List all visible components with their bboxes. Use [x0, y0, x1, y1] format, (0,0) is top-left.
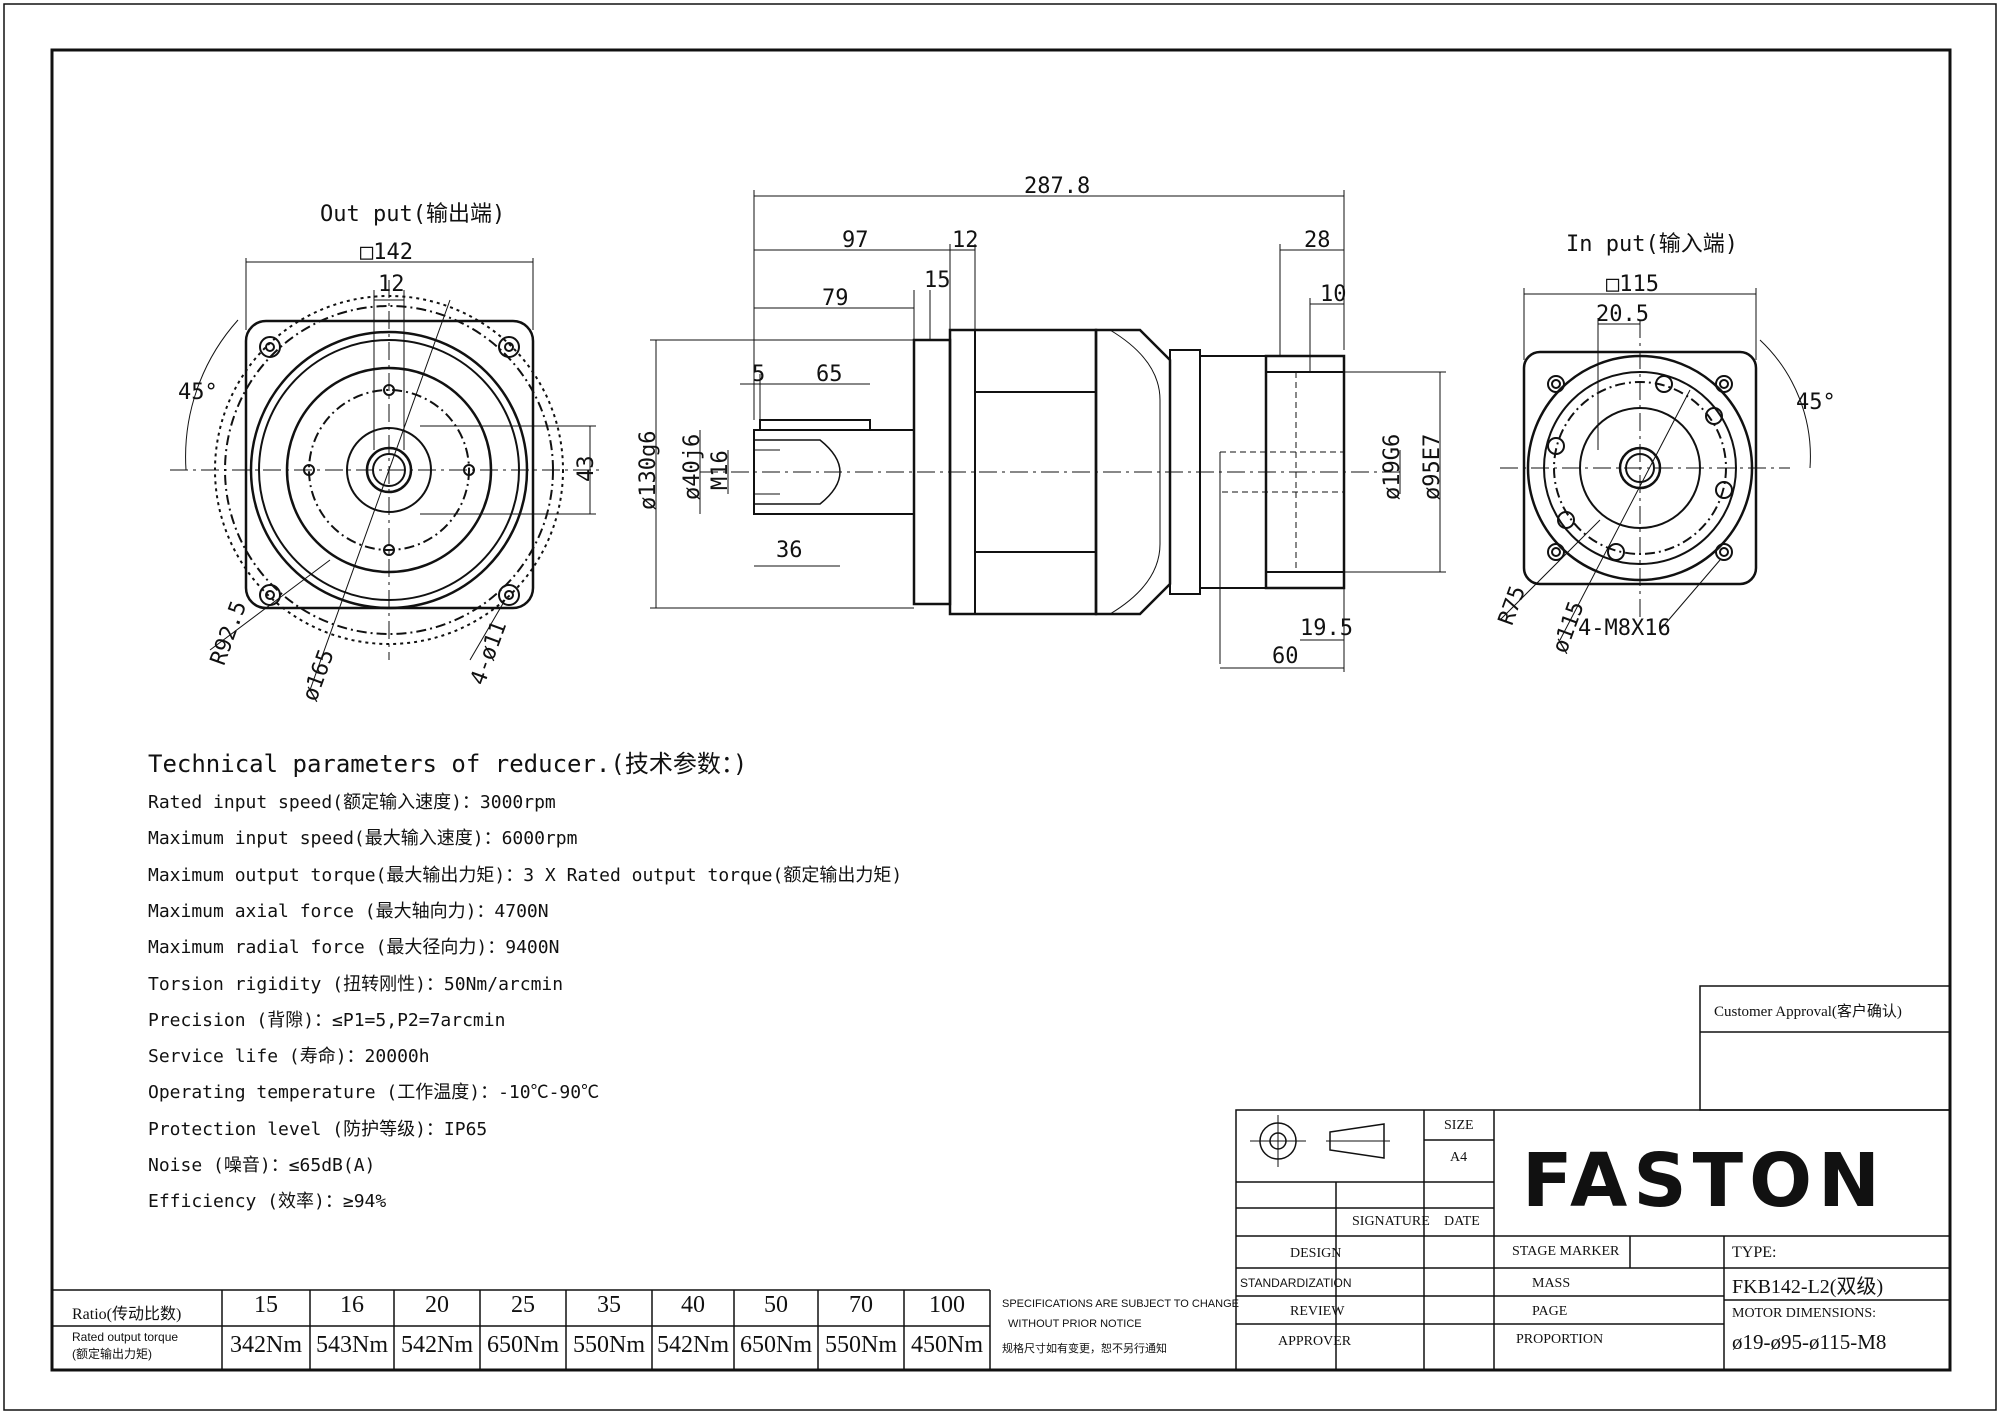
ratio-label: Ratio(传动比数) [72, 1306, 182, 1323]
technical-parameter-line: Maximum radial force (最大径向力)：9400N [148, 937, 560, 959]
technical-parameter-line: Rated input speed(额定输入速度)：3000rpm [148, 792, 556, 813]
proportion-label: PROPORTION [1516, 1332, 1604, 1347]
dim-in-45deg: 45° [1796, 390, 1836, 415]
torque-value: 542Nm [401, 1332, 473, 1358]
title-block-lines [1235, 985, 1951, 1371]
customer-approval-label: Customer Approval(客户确认) [1714, 1004, 1902, 1020]
input-view-title: In put(输入端) [1566, 232, 1738, 257]
dim-side-10: 10 [1320, 282, 1347, 307]
ratio-value: 16 [340, 1292, 364, 1318]
torque-label-en: Rated output torque [72, 1330, 179, 1344]
dim-out-12: 12 [378, 272, 405, 297]
type-label: TYPE: [1732, 1244, 1777, 1261]
notice-line-1: SPECIFICATIONS ARE SUBJECT TO CHANGE [1002, 1298, 1239, 1310]
side-view [650, 190, 1446, 672]
technical-parameter-line: Service life (寿命)：20000h [148, 1046, 430, 1068]
dim-side-d19: ø19G6 [1380, 433, 1405, 500]
technical-parameter-line: Maximum axial force (最大轴向力)：4700N [148, 900, 549, 922]
torque-value: 542Nm [657, 1332, 729, 1358]
type-value: FKB142-L2(双级) [1732, 1276, 1884, 1298]
technical-parameter-line: Torsion rigidity (扭转刚性)：50Nm/arcmin [148, 973, 564, 995]
outer-border [3, 3, 1997, 1411]
dim-side-28: 28 [1304, 228, 1331, 253]
ratio-value: 35 [597, 1292, 621, 1318]
dim-side-65: 65 [816, 362, 843, 387]
page-label: PAGE [1532, 1304, 1568, 1319]
technical-title: Technical parameters of reducer.(技术参数：) [148, 750, 748, 778]
technical-parameter-line: Maximum input speed(最大输入速度)：6000rpm [148, 828, 578, 850]
dim-side-97: 97 [842, 228, 869, 253]
signature-label: SIGNATURE [1352, 1214, 1430, 1229]
technical-parameter-line: Operating temperature (工作温度)：-10℃-90℃ [148, 1082, 600, 1104]
ratio-value: 25 [511, 1292, 535, 1318]
technical-parameter-line: Precision (背隙)：≤P1=5,P2=7arcmin [148, 1009, 506, 1031]
approver-label: APPROVER [1278, 1334, 1352, 1349]
torque-label-cn: (额定输出力矩) [72, 1347, 152, 1361]
technical-parameter-line: Noise (噪音)：≤65dB(A) [148, 1155, 376, 1176]
technical-parameter-line: Maximum output torque(最大输出力矩)：3 X Rated … [148, 864, 903, 886]
dim-side-79: 79 [822, 286, 849, 311]
motor-label: MOTOR DIMENSIONS: [1732, 1306, 1877, 1321]
dim-side-d95: ø95E7 [1420, 433, 1445, 500]
mass-label: MASS [1532, 1276, 1571, 1291]
size-value: A4 [1450, 1150, 1468, 1165]
notice-line-2: WITHOUT PRIOR NOTICE [1008, 1318, 1142, 1330]
technical-parameter-line: Efficiency (效率)：≥94% [148, 1191, 387, 1213]
torque-value: 550Nm [825, 1332, 897, 1358]
stage-marker-label: STAGE MARKER [1512, 1244, 1620, 1259]
faston-logo: FASTON [1522, 1138, 1886, 1224]
dim-out-43: 43 [574, 455, 599, 483]
motor-value: ø19-ø95-ø115-M8 [1732, 1330, 1887, 1354]
size-label: SIZE [1444, 1118, 1474, 1133]
dim-side-d130: ø130g6 [636, 430, 661, 510]
torque-value: 650Nm [740, 1332, 812, 1358]
dim-out-45deg: 45° [178, 380, 218, 405]
torque-value: 550Nm [573, 1332, 645, 1358]
dim-in-square: □115 [1606, 272, 1659, 297]
dim-side-m16: M16 [708, 450, 733, 490]
dim-side-36: 36 [776, 538, 803, 563]
ratio-value: 20 [425, 1292, 449, 1318]
output-view [170, 258, 600, 691]
dim-side-5: 5 [752, 362, 766, 387]
dim-in-205: 20.5 [1596, 302, 1649, 327]
dim-side-2878: 287.8 [1024, 174, 1091, 199]
technical-parameter-line: Protection level (防护等级)：IP65 [148, 1118, 488, 1140]
output-view-title: Out put(输出端) [320, 202, 506, 227]
date-label: DATE [1444, 1214, 1480, 1229]
dim-side-d40: ø40j6 [680, 433, 705, 500]
ratio-value: 100 [929, 1292, 965, 1318]
dim-out-square: □142 [360, 240, 413, 265]
dim-side-60: 60 [1272, 644, 1299, 669]
dim-side-12: 12 [952, 228, 979, 253]
dim-in-4m8: 4-M8X16 [1578, 616, 1671, 641]
torque-value: 650Nm [487, 1332, 559, 1358]
torque-value: 342Nm [230, 1332, 302, 1358]
torque-value: 543Nm [316, 1332, 388, 1358]
ratio-table-lines [52, 1289, 991, 1370]
design-label: DESIGN [1290, 1246, 1342, 1261]
torque-value: 450Nm [911, 1332, 983, 1358]
ratio-value: 50 [764, 1292, 788, 1318]
inner-border [50, 48, 1952, 1372]
standardization-label: STANDARDIZATION [1240, 1276, 1352, 1290]
ratio-value: 40 [681, 1292, 705, 1318]
notice-line-3: 规格尺寸如有变更，恕不另行通知 [1002, 1343, 1167, 1355]
dim-side-195: 19.5 [1300, 616, 1353, 641]
ratio-value: 70 [849, 1292, 873, 1318]
dim-side-15: 15 [924, 268, 951, 293]
input-view [1499, 288, 1811, 641]
projection-symbol-icon [1250, 1115, 1390, 1167]
ratio-value: 15 [254, 1292, 278, 1318]
review-label: REVIEW [1290, 1304, 1345, 1319]
